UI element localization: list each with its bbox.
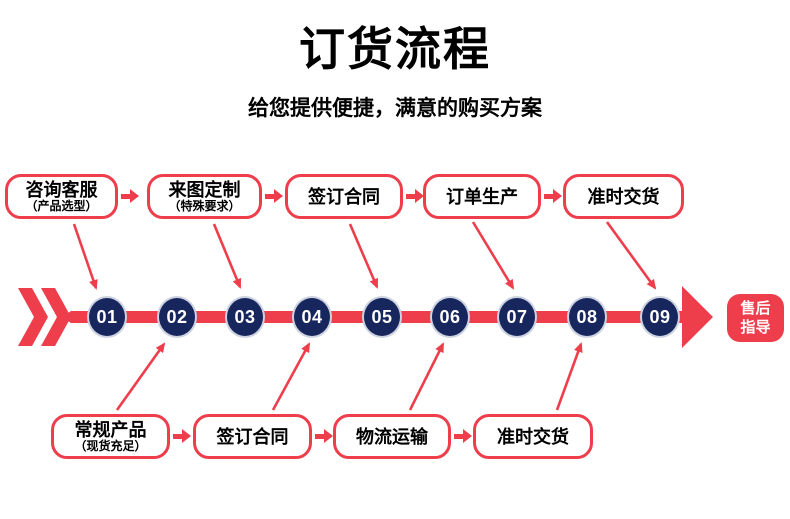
arrow-right-icon [406, 189, 424, 203]
timeline-step-circle-09: 09 [640, 296, 680, 338]
arrow-right-icon [121, 189, 139, 203]
page-subtitle: 给您提供便捷，满意的购买方案 [248, 97, 542, 120]
step-label: 准时交货 [497, 426, 569, 447]
bottom-step-3: 物流运输 [333, 414, 451, 459]
step-number: 03 [234, 306, 256, 327]
step-number: 04 [301, 306, 323, 327]
step-label: 常规产品 [74, 420, 147, 440]
step-label: 咨询客服 [25, 180, 98, 200]
after-sales-line1: 售后 [740, 300, 771, 317]
top-step-2: 来图定制（特殊要求） [147, 174, 262, 219]
arrow-bottom-4 [555, 342, 583, 411]
arrow-top-3 [348, 223, 379, 289]
step-sublabel: （现货充足） [74, 439, 147, 453]
timeline-step-circle-07: 07 [497, 296, 537, 338]
timeline-step-circle-03: 03 [225, 296, 265, 338]
arrow-bottom-2 [271, 342, 311, 411]
step-label: 准时交货 [587, 186, 660, 207]
top-step-4: 订单生产 [423, 174, 541, 219]
timeline-step-circle-02: 02 [157, 296, 197, 338]
arrow-right-icon [315, 429, 333, 443]
arrow-right-icon [173, 429, 191, 443]
step-number: 05 [371, 306, 393, 327]
step-number: 07 [506, 306, 528, 327]
bottom-step-2: 签订合同 [193, 414, 312, 459]
arrow-bottom-3 [408, 342, 445, 411]
top-step-3: 签订合同 [285, 174, 403, 219]
timeline-step-circle-04: 04 [292, 296, 332, 338]
arrow-top-1 [72, 223, 98, 290]
step-number: 08 [576, 306, 598, 327]
step-number: 06 [439, 306, 461, 327]
step-number: 02 [166, 306, 188, 327]
arrow-top-2 [212, 223, 242, 289]
step-number: 09 [649, 306, 671, 327]
step-label: 订单生产 [446, 186, 518, 207]
step-sublabel: （特殊要求） [168, 199, 241, 213]
arrow-right-icon [544, 189, 562, 203]
after-sales-badge: 售后 指导 [727, 294, 784, 342]
arrow-right-icon [265, 189, 283, 203]
step-label: 来图定制 [168, 180, 241, 200]
step-number: 01 [96, 306, 118, 327]
arrow-top-5 [605, 221, 657, 290]
step-label: 签订合同 [308, 186, 380, 207]
bottom-step-4: 准时交货 [473, 414, 593, 459]
page-title: 订货流程 [299, 23, 491, 75]
timeline-step-circle-05: 05 [362, 296, 402, 338]
timeline-step-circle-06: 06 [430, 296, 470, 338]
arrow-top-4 [471, 221, 515, 290]
step-label: 物流运输 [356, 426, 428, 447]
step-sublabel: （产品选型） [25, 199, 98, 213]
arrow-right-icon [454, 429, 472, 443]
timeline-step-circle-08: 08 [567, 296, 607, 338]
timeline-arrowhead-icon [682, 286, 713, 348]
after-sales-line2: 指导 [740, 319, 771, 336]
timeline-step-circle-01: 01 [87, 296, 127, 338]
bottom-step-1: 常规产品（现货充足） [51, 414, 170, 459]
step-label: 签订合同 [216, 426, 289, 447]
arrow-bottom-1 [115, 342, 166, 411]
top-step-1: 咨询客服（产品选型） [5, 174, 118, 219]
top-step-5: 准时交货 [563, 174, 684, 219]
